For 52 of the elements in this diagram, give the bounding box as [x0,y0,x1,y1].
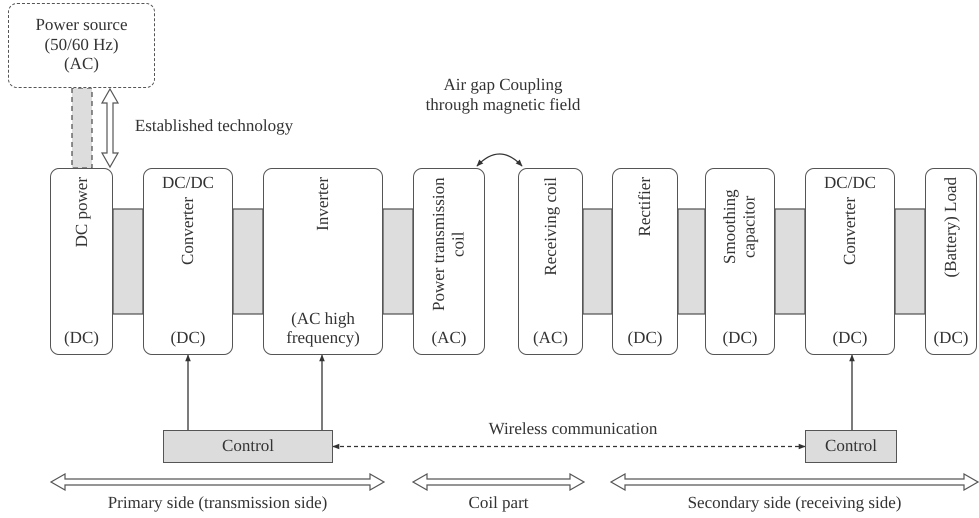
signal-type-label: (AC) [432,328,466,348]
block-heading: DC/DC [824,173,876,193]
signal-type-label: (DC) [832,328,868,348]
signal-type-label: (AC) [533,328,568,348]
block-name: Smoothing capacitor [720,188,760,266]
connector-band [382,208,414,315]
connector-band [582,208,613,315]
block-name: Converter [840,196,860,265]
arrow [319,354,325,430]
connector-band [71,87,93,169]
block-name: (Battery) Load [941,177,961,278]
range-label: Secondary side (receiving side) [688,493,902,513]
arrow [849,354,855,430]
block-name: Converter [178,196,198,265]
block-name: Power transmission coil [429,177,469,312]
control-box [163,430,333,463]
range-label: Primary side (transmission side) [108,493,328,513]
block-name: Power source (50/60 Hz) (AC) [34,15,129,74]
block-box [705,168,775,355]
arrow [185,354,191,430]
block-box [50,168,113,355]
source-box [8,3,155,88]
curved-arrow [476,153,522,166]
block-name: Receiving coil [540,177,560,276]
block-arrow [100,88,120,168]
signal-type-label: (DC) [934,328,968,348]
block-box [925,168,977,355]
block-heading: DC/DC [162,173,214,193]
signal-type-label: (AC high frequency) [285,308,361,348]
control-box [805,430,897,463]
signal-type-label: (DC) [170,328,206,348]
connector-band [774,208,806,315]
connector-band [232,208,264,315]
block-name: Rectifier [635,177,655,236]
connector-band [112,208,144,315]
signal-type-label: (DC) [628,328,662,348]
block-box [143,168,233,355]
block-box [263,168,383,355]
range-label: Coil part [468,493,528,513]
block-box [805,168,895,355]
block-box [413,168,485,355]
block-name: Control [825,436,877,456]
dashed-arrow [332,444,806,450]
block-name: Inverter [313,177,333,231]
block-box [518,168,583,355]
connector-band [677,208,706,315]
block-name: Control [222,436,274,456]
signal-type-label: (DC) [722,328,758,348]
block-box [612,168,678,355]
connector-band [894,208,926,315]
block-name: DC power [72,177,92,248]
signal-type-label: (DC) [64,328,99,348]
